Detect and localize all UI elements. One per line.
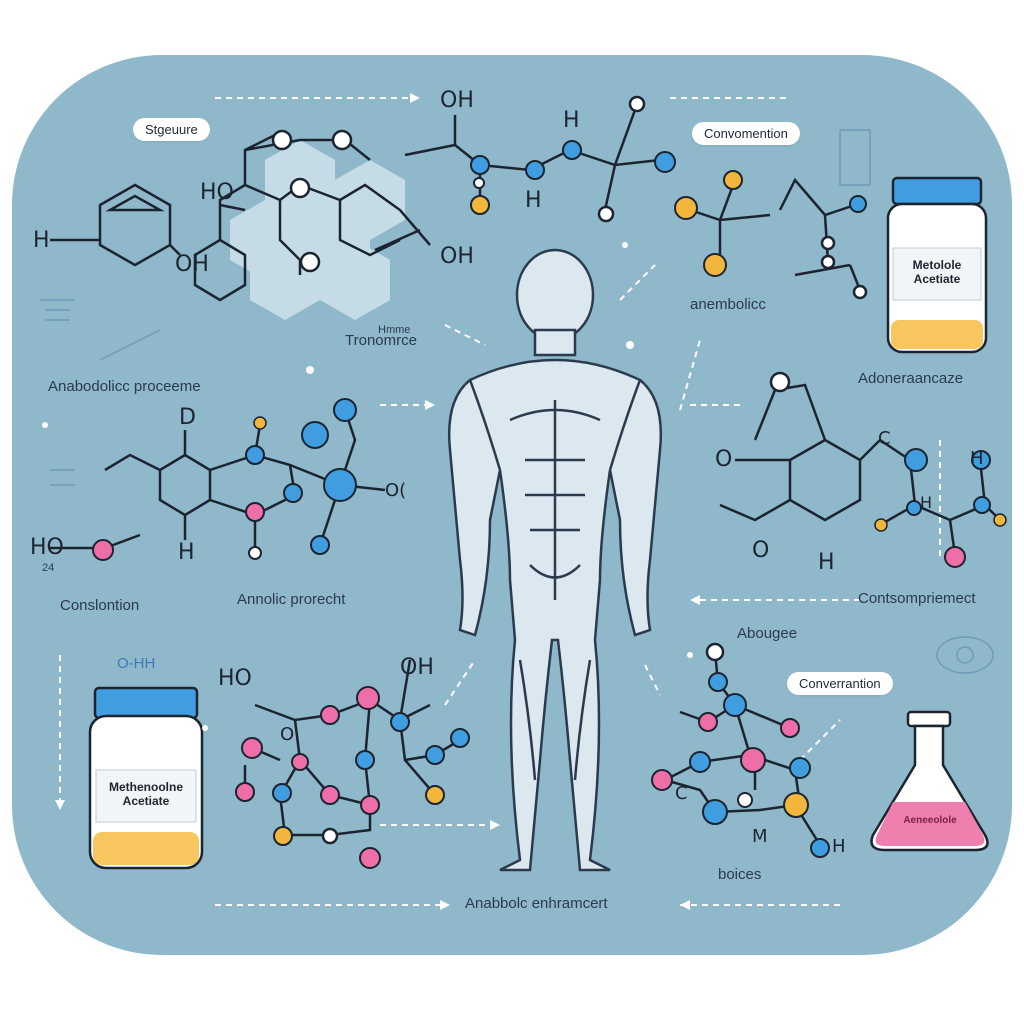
chem-o-ring: O	[752, 538, 770, 563]
sparkles	[42, 242, 693, 731]
atoms-right-middle	[769, 371, 1007, 568]
chem-oh-top: OH	[440, 88, 474, 113]
arrow-body-left	[444, 324, 486, 346]
chem-ho-3: HO	[218, 666, 252, 691]
atoms-top-chain	[470, 95, 676, 223]
torso	[448, 358, 662, 872]
molecule-fused-rings	[193, 133, 431, 302]
chem-h-ring: H	[178, 540, 195, 565]
jar-label-bottom-left: Methenoolne Acetiate	[109, 780, 183, 808]
chem-m-low: M	[752, 826, 768, 847]
decor-marks	[40, 129, 994, 674]
molecule-structure-left	[50, 183, 181, 267]
neck	[533, 328, 577, 357]
arrow-body-lowleft	[444, 659, 476, 706]
label-small-formula: O-HH	[117, 655, 156, 672]
jar-bottom-left	[88, 686, 204, 870]
chem-oh-1: OH	[175, 252, 209, 277]
flask-label: Aeneeolole	[903, 815, 957, 826]
atoms-left-middle	[92, 398, 357, 561]
chem-o-low: O	[280, 724, 295, 745]
label-anabolic-process: Anabodolicc proceeme	[48, 378, 201, 395]
chem-h-right3: H	[818, 550, 835, 575]
chem-h-top: H	[563, 108, 580, 133]
chem-h-low: H	[832, 836, 846, 857]
chem-ho-1: HO	[200, 180, 234, 205]
label-anabolic-right: anembolicc	[690, 296, 766, 313]
oxygen-rings-top	[271, 129, 353, 273]
label-contemporary: Contsompriemect	[858, 590, 976, 607]
chem-o-right: O	[715, 447, 733, 472]
label-anabolic-product: Annolic prorecht	[237, 591, 346, 608]
chem-oi: O(	[385, 480, 407, 501]
jar-label-top-right: Metolole Acetiate	[912, 258, 962, 286]
jar-top-right	[886, 176, 988, 354]
atoms-bottom-left	[235, 686, 470, 869]
label-balance: boices	[718, 866, 762, 883]
arrow-body-right	[619, 264, 656, 301]
atoms-bottom-right	[651, 642, 830, 858]
label-enhancement: Anabbolc enhramcert	[465, 895, 608, 912]
arrow-flask	[799, 719, 841, 761]
dashed-arrows	[59, 97, 941, 906]
chem-h-right: H	[970, 448, 984, 469]
chem-c-right: C	[878, 428, 891, 449]
molecule-right-middle	[719, 383, 1001, 556]
arrow-heads	[55, 93, 700, 910]
human-body	[448, 248, 662, 872]
label-conclusion: Conslontion	[60, 597, 140, 614]
chem-oh-2: OH	[440, 244, 474, 269]
label-abouge: Abougee	[737, 625, 798, 642]
chem-h-left: H	[33, 228, 50, 253]
chem-d-top: D	[179, 405, 196, 430]
head	[515, 248, 595, 342]
arrow-body-lowright	[644, 664, 661, 696]
label-conversion-top: Convomention	[692, 122, 800, 145]
label-conversation: Converrantion	[787, 672, 893, 695]
label-structure: Stgeuure	[133, 118, 210, 141]
chem-h-mid: H	[525, 188, 542, 213]
chem-oh-3: OH	[400, 655, 434, 680]
arrow-right-top	[679, 339, 701, 411]
flask	[870, 710, 989, 852]
chem-c-low: C	[675, 783, 688, 804]
chem-h-right2: H	[920, 493, 933, 512]
atoms-top-right	[674, 170, 868, 300]
label-transformation: Tronomrce	[345, 332, 417, 349]
chem-ho-2: HO	[30, 535, 64, 560]
label-small-num: 24	[42, 562, 55, 574]
label-adrenergic: Adoneraancaze	[858, 370, 964, 387]
label-transformation-small: Hmme	[378, 324, 411, 336]
